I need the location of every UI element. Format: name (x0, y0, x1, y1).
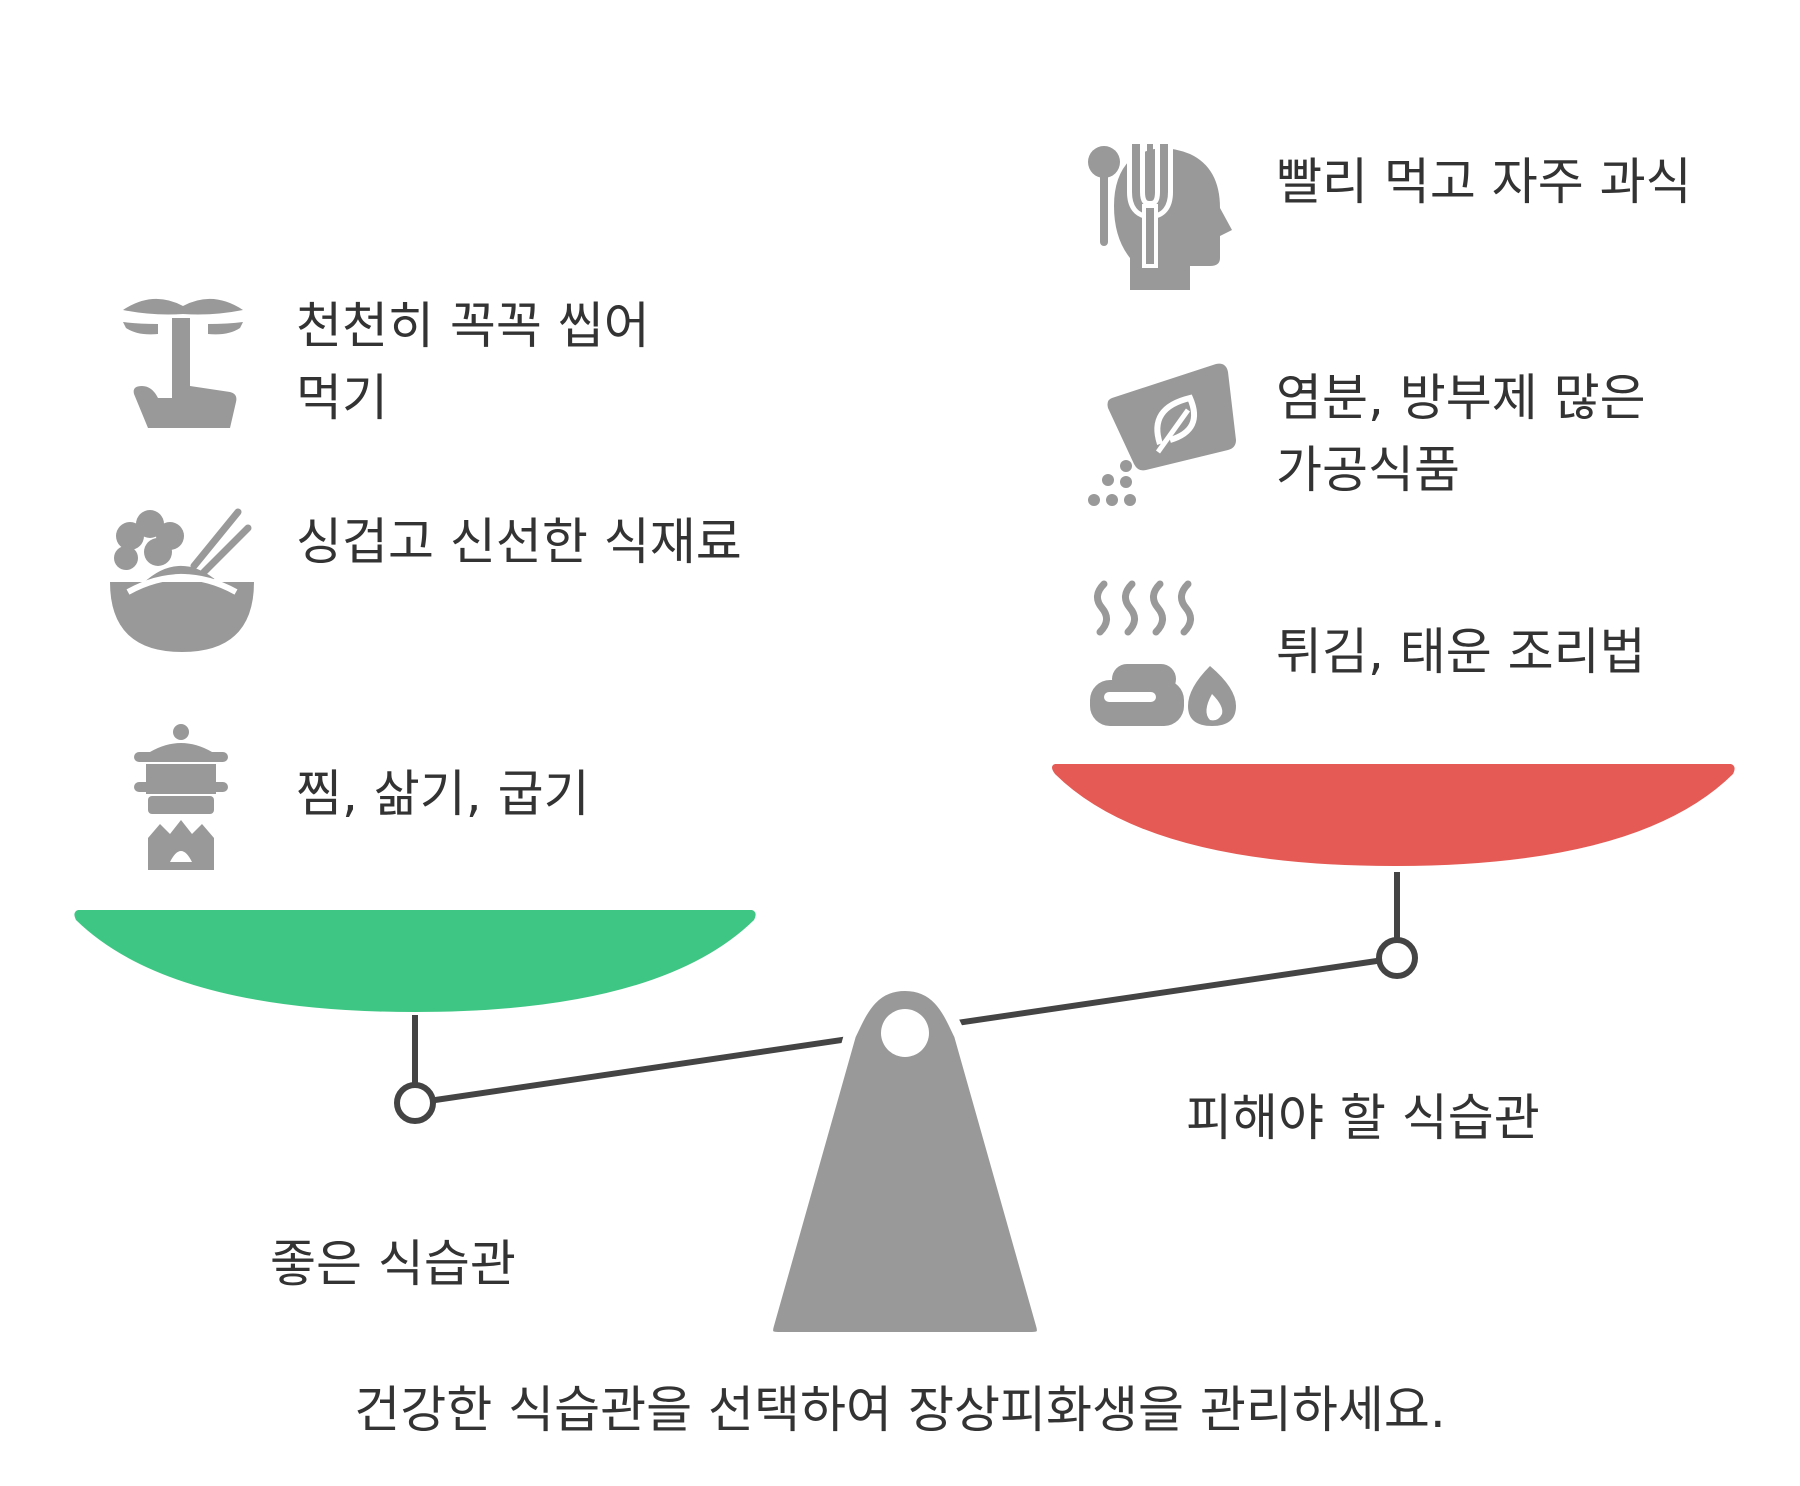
good-item-2-label: 싱겁고 신선한 식재료 (296, 513, 742, 571)
left-pan (74, 910, 756, 1012)
bad-item-1-label: 빨리 먹고 자주 과식 (1276, 153, 1692, 211)
seasoning-packet-icon (1088, 363, 1236, 506)
fulcrum (761, 979, 1049, 1344)
footer-message: 건강한 식습관을 선택하여 장상피화생을 관리하세요. (354, 1381, 1446, 1439)
right-pivot (1376, 937, 1418, 979)
good-item-3-label: 찜, 삶기, 굽기 (296, 765, 590, 823)
head-utensils-icon (1088, 144, 1232, 290)
left-pivot (394, 1082, 436, 1124)
steamer-pot-icon (134, 724, 228, 870)
bad-habits-title: 피해야 할 식습관 (1186, 1089, 1540, 1147)
bad-item-3-label: 튀김, 태운 조리법 (1276, 623, 1646, 681)
right-pan (1052, 764, 1735, 866)
bad-item-2-label: 염분, 방부제 많은 가공식품 (1276, 369, 1646, 499)
fried-food-steam-icon (1090, 580, 1236, 726)
fulcrum-hole (881, 1009, 929, 1057)
good-item-1-label: 천천히 꼭꼭 씹어 먹기 (296, 297, 650, 427)
salad-bowl-icon (110, 508, 254, 652)
good-habits-title: 좋은 식습관 (270, 1235, 516, 1293)
mouth-finger-icon (123, 298, 243, 428)
